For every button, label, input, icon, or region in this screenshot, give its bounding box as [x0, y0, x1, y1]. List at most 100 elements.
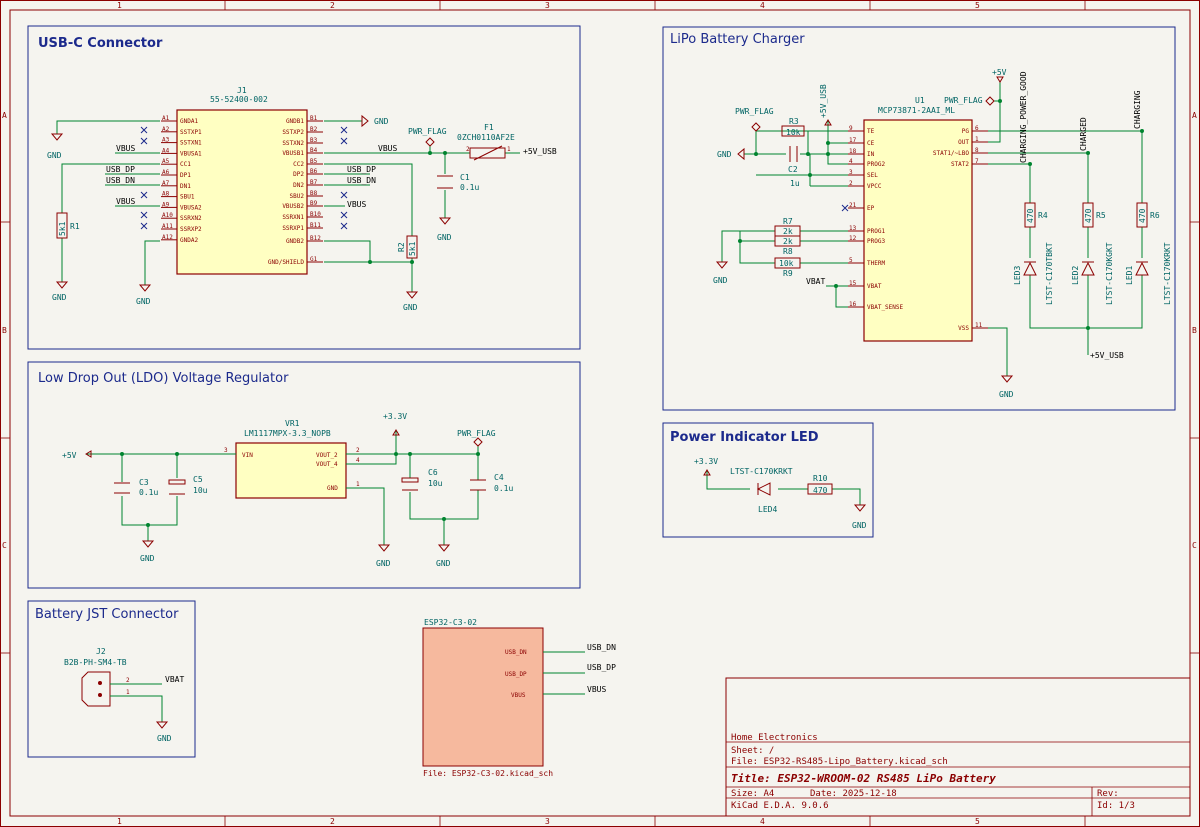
- svg-text:C: C: [2, 541, 7, 550]
- usb-gnd-symbols: [50, 114, 452, 299]
- esp32-subsheet[interactable]: ESP32-C3-02 USB_DN USB_DP VBUS USB_DN US…: [422, 618, 616, 778]
- tb-sheet: Sheet: /: [731, 746, 774, 756]
- r2-resistor[interactable]: 5k1 R2: [397, 235, 418, 259]
- ldo-block-border: [27, 361, 581, 589]
- pin-name: SSRXN1: [282, 214, 304, 221]
- svg-text:R9: R9: [783, 269, 793, 278]
- port-usb-dn[interactable]: USB_DN: [505, 649, 527, 656]
- port-usb-dp[interactable]: USB_DP: [505, 671, 527, 678]
- c3-capacitor[interactable]: C3 0.1u: [114, 478, 158, 497]
- svg-text:LED2: LED2: [1071, 266, 1080, 285]
- svg-text:VBUS: VBUS: [587, 685, 606, 694]
- svg-text:1: 1: [117, 817, 122, 826]
- led1[interactable]: LED1 LTST-C170KRKT: [1125, 242, 1172, 305]
- net-label-usb-dp: USB_DP: [347, 165, 376, 174]
- svg-text:+3.3V: +3.3V: [383, 412, 407, 421]
- pin-number: 9: [849, 125, 853, 132]
- c4-capacitor[interactable]: C4 0.1u: [470, 473, 513, 493]
- pin-name: DP1: [180, 172, 191, 179]
- pin-name: GNDA2: [180, 237, 198, 244]
- svg-text:GND: GND: [140, 554, 155, 563]
- led2[interactable]: LED2 LTST-C170KGKT: [1071, 242, 1114, 305]
- svg-text:2: 2: [330, 817, 335, 826]
- port-vbus[interactable]: VBUS: [511, 692, 526, 699]
- r1-resistor[interactable]: 5k1 R1: [56, 212, 80, 239]
- c6-capacitor[interactable]: C6 10u: [401, 468, 443, 491]
- subsheet-body[interactable]: [422, 627, 544, 767]
- c5-capacitor[interactable]: C5 10u: [168, 475, 208, 495]
- svg-text:1: 1: [126, 689, 130, 696]
- r9-resistor[interactable]: 10k R9: [774, 257, 801, 278]
- svg-text:LM1117MPX-3.3_NOPB: LM1117MPX-3.3_NOPB: [244, 429, 331, 438]
- j2-connector[interactable]: J2 B2B-PH-SM4-TB 2 1: [64, 647, 130, 707]
- net-label-usb-dn: USB_DN: [106, 176, 135, 185]
- power-led-block[interactable]: Power Indicator LED +3.3V LTST-C170KRKT …: [662, 422, 874, 538]
- svg-text:VOUT_4: VOUT_4: [316, 461, 338, 468]
- pin-number: B4: [310, 147, 318, 154]
- svg-text:+5V_USB: +5V_USB: [1090, 351, 1124, 360]
- pin-number: A6: [162, 169, 170, 176]
- pin-number: 12: [849, 235, 857, 242]
- usb-c-block-title: USB-C Connector: [38, 36, 163, 51]
- f1-polyfuse[interactable]: F1 0ZCH0110AF2E 2 1: [457, 123, 515, 161]
- svg-text:+5V: +5V: [992, 68, 1007, 77]
- battery-block[interactable]: Battery JST Connector J2 B2B-PH-SM4-TB 2…: [27, 600, 196, 758]
- pin-name: GNDB1: [286, 118, 304, 125]
- svg-text:A: A: [2, 111, 7, 120]
- pin-name: VPCC: [867, 183, 882, 190]
- svg-text:0ZCH0110AF2E: 0ZCH0110AF2E: [457, 133, 515, 142]
- svg-text:GND: GND: [327, 485, 338, 492]
- usb-c-block-border: [27, 25, 581, 350]
- pin-name: PG: [962, 128, 970, 135]
- j1-body: [176, 109, 308, 275]
- r5-resistor[interactable]: 470 R5: [1082, 202, 1106, 228]
- pin-number: 15: [849, 280, 857, 287]
- pin-name: SBU1: [180, 194, 195, 201]
- svg-text:3: 3: [545, 817, 550, 826]
- svg-text:B: B: [1192, 326, 1197, 335]
- svg-text:3: 3: [545, 1, 550, 10]
- led4[interactable]: LTST-C170KRKT LED4: [730, 467, 793, 514]
- pin-number: B2: [310, 126, 318, 133]
- c2-capacitor[interactable]: C2 1u: [788, 146, 800, 188]
- pin-name: SSTXP2: [282, 129, 304, 136]
- pin-name: DN1: [180, 183, 191, 190]
- r8-resistor[interactable]: 2k R8: [774, 235, 801, 256]
- pin-name: IN: [867, 151, 875, 158]
- svg-text:LED4: LED4: [758, 505, 777, 514]
- svg-text:5: 5: [975, 1, 980, 10]
- net-label-5v-usb: +5V_USB: [523, 147, 557, 156]
- pin-number: A3: [162, 137, 170, 144]
- svg-text:1: 1: [507, 146, 511, 153]
- tb-size: Size: A4: [731, 789, 774, 799]
- charger-power-symbols: PWR_FLAG GND +5V_USB GND VBAT +5V PWR_FL…: [713, 68, 1142, 399]
- gnd-label: GND: [437, 233, 452, 242]
- ldo-wires: [86, 430, 479, 545]
- svg-text:5k1: 5k1: [58, 221, 67, 236]
- svg-text:10k: 10k: [786, 128, 801, 137]
- svg-text:2: 2: [356, 447, 360, 454]
- pin-number: 11: [975, 322, 983, 329]
- lipo-charger-block[interactable]: LiPo Battery Charger U1 MCP73871-2AAI_ML…: [662, 26, 1176, 411]
- ldo-block[interactable]: Low Drop Out (LDO) Voltage Regulator VR1…: [27, 361, 581, 589]
- c1-capacitor[interactable]: C1 0.1u: [437, 173, 479, 192]
- r3-resistor[interactable]: R3 10k: [781, 117, 805, 137]
- led3[interactable]: LED3 LTST-C170TBKT: [1013, 242, 1054, 305]
- gnd-label: GND: [47, 151, 62, 160]
- v33-label: +3.3V: [694, 457, 718, 466]
- svg-text:10u: 10u: [428, 479, 443, 488]
- r4-resistor[interactable]: 470 R4: [1024, 202, 1048, 228]
- tb-tool: KiCad E.D.A. 9.0.6: [731, 801, 829, 811]
- r6-resistor[interactable]: 470 R6: [1136, 202, 1160, 228]
- vr1-regulator[interactable]: VR1 LM1117MPX-3.3_NOPB VIN VOUT_2 VOUT_4…: [224, 419, 360, 499]
- svg-text:PWR_FLAG: PWR_FLAG: [735, 107, 774, 116]
- pin-number: 4: [849, 158, 853, 165]
- pin-number: A5: [162, 158, 170, 165]
- pin-number: 21: [849, 202, 857, 209]
- r10-resistor[interactable]: R10 470: [807, 474, 833, 495]
- svg-text:C2: C2: [788, 165, 798, 174]
